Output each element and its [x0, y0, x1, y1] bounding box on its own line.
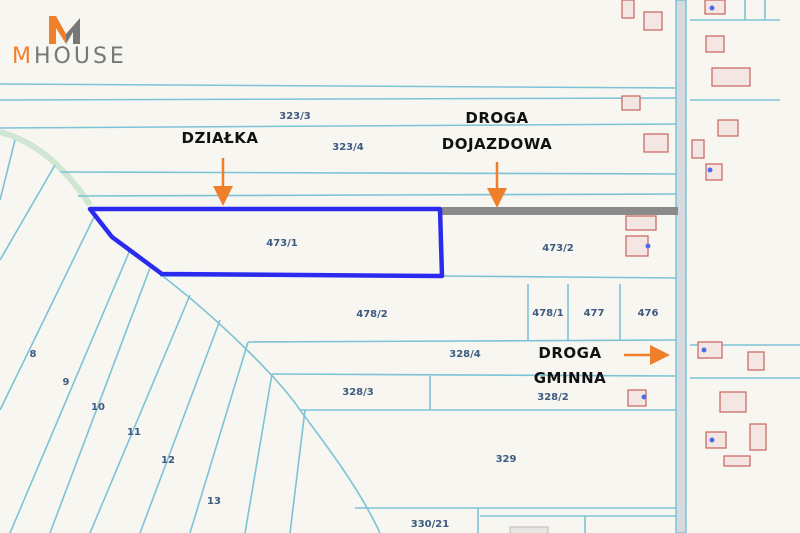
plot-outline[interactable]	[87, 206, 445, 279]
parcel-label: 11	[127, 427, 141, 438]
parcel-label: 10	[91, 402, 105, 413]
annotations: DZIAŁKA DROGA DOJAZDOWA DROGA GMINNA	[182, 109, 670, 387]
parcel-label: 323/4	[332, 142, 364, 153]
parcel-label: 477	[584, 308, 605, 319]
municipal-road	[675, 0, 687, 533]
parcel-label: 328/3	[342, 387, 374, 398]
municipal-road-annotation-line1: DROGA	[538, 344, 601, 362]
parcel-label: 323/3	[279, 111, 311, 122]
plot-annotation: DZIAŁKA	[182, 129, 259, 147]
buildings	[509, 0, 767, 533]
parcel-label: 13	[207, 496, 221, 507]
access-road-annotation-line1: DROGA	[465, 109, 528, 127]
parcel-label: 12	[161, 455, 175, 466]
parcel-label: 478/1	[532, 308, 564, 319]
parcel-label: 9	[63, 377, 70, 388]
parcel-labels: 323/3 323/4 473/1 473/2 478/2 478/1 477 …	[30, 111, 659, 530]
parcel-label: 476	[638, 308, 659, 319]
parcel-label: 473/2	[542, 243, 574, 254]
parcel-label: 328/4	[449, 349, 481, 360]
access-road-annotation-line2: DOJAZDOWA	[442, 135, 552, 153]
parcel-label: 478/2	[356, 309, 388, 320]
parcel-label: 329	[496, 454, 517, 465]
access-road	[442, 207, 678, 215]
logo-wordmark: MHOUSE	[12, 44, 127, 69]
logo-letter-m: M	[12, 44, 34, 69]
parcel-label: 8	[30, 349, 37, 360]
parcel-label: 328/2	[537, 392, 569, 403]
green-boundary	[0, 129, 93, 207]
mhouse-logo-icon	[49, 16, 80, 44]
parcel-label: 330/21	[411, 519, 449, 530]
parcel-label: 473/1	[266, 238, 298, 249]
logo-text-house: HOUSE	[33, 44, 127, 69]
municipal-road-annotation-line2: GMINNA	[534, 369, 607, 387]
